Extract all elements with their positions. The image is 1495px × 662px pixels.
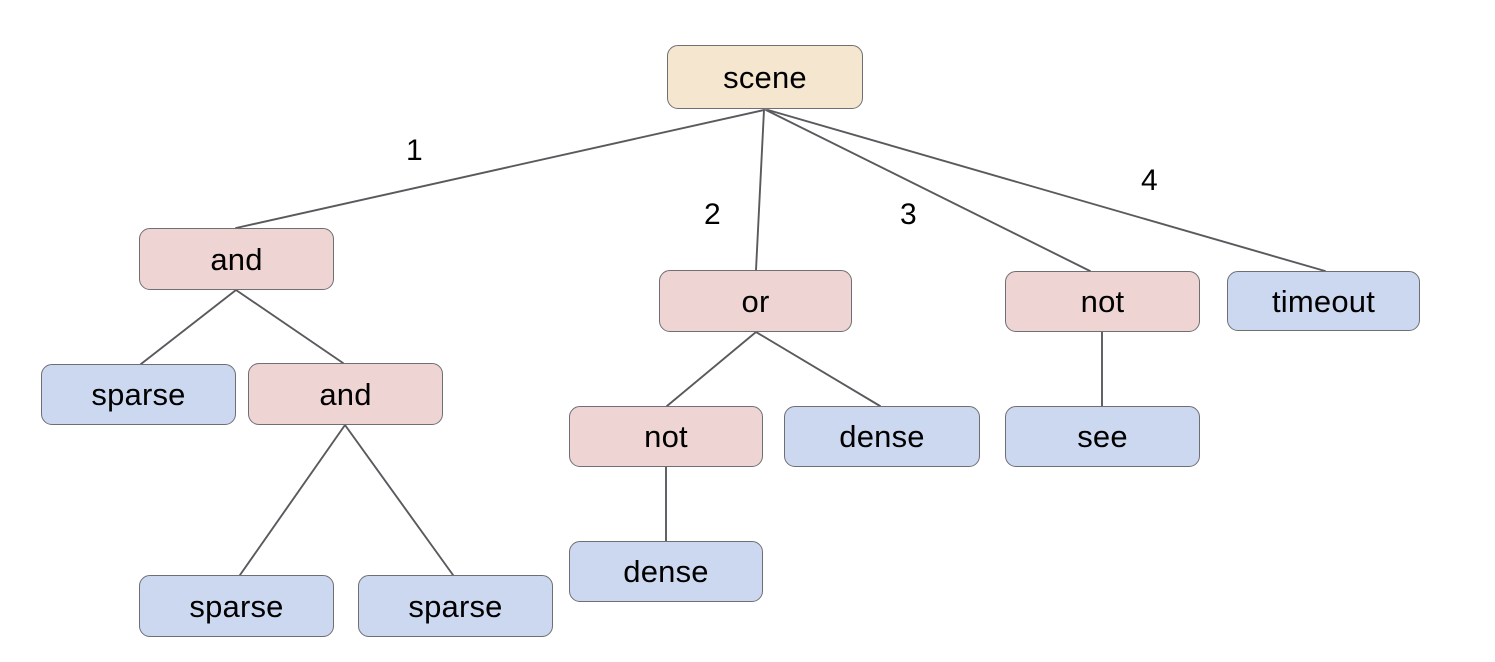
tree-node-not2[interactable]: not bbox=[569, 406, 763, 467]
edge-label-4: 4 bbox=[1141, 164, 1158, 197]
tree-edge bbox=[666, 331, 757, 407]
tree-node-or1[interactable]: or bbox=[659, 270, 852, 332]
tree-edge bbox=[765, 109, 1091, 272]
tree-edge bbox=[140, 289, 237, 365]
edge-label-1: 1 bbox=[406, 134, 423, 167]
tree-edge bbox=[239, 424, 346, 576]
tree-edge bbox=[235, 109, 765, 229]
tree-node-see1[interactable]: see bbox=[1005, 406, 1200, 467]
tree-node-timeout1[interactable]: timeout bbox=[1227, 271, 1420, 331]
tree-edge bbox=[235, 289, 344, 364]
edge-label-2: 2 bbox=[704, 198, 721, 231]
tree-node-not1[interactable]: not bbox=[1005, 271, 1200, 332]
tree-node-sparse1[interactable]: sparse bbox=[41, 364, 236, 425]
tree-node-and2[interactable]: and bbox=[248, 363, 443, 425]
tree-edge bbox=[767, 109, 1326, 272]
tree-node-sparse2[interactable]: sparse bbox=[139, 575, 334, 637]
tree-node-dense1[interactable]: dense bbox=[784, 406, 980, 467]
tree-node-scene[interactable]: scene bbox=[667, 45, 863, 109]
tree-edge bbox=[344, 424, 454, 576]
tree-node-dense2[interactable]: dense bbox=[569, 541, 763, 602]
tree-node-and1[interactable]: and bbox=[139, 228, 334, 290]
edge-label-3: 3 bbox=[900, 198, 917, 231]
tree-edge bbox=[755, 331, 881, 407]
tree-edge bbox=[755, 109, 765, 271]
tree-node-sparse3[interactable]: sparse bbox=[358, 575, 553, 637]
